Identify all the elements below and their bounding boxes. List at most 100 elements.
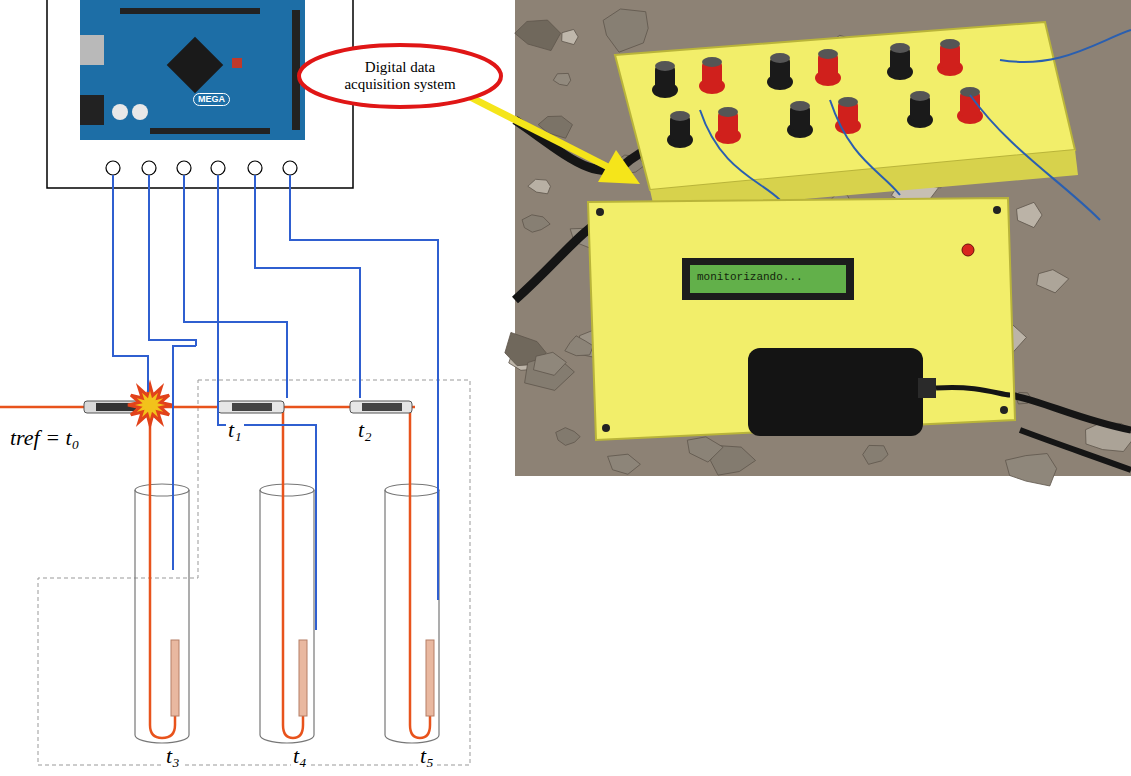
detonator-band: [232, 403, 272, 411]
detonator: [350, 401, 412, 413]
cable: [1020, 430, 1131, 470]
hole-top: [385, 484, 439, 496]
field-photo: [515, 0, 1131, 476]
terminal-knobs: [652, 39, 983, 148]
cable: [1010, 395, 1131, 430]
capacitor: [132, 104, 148, 120]
callout-arrow: [468, 96, 640, 184]
usb-cable: [936, 387, 1010, 395]
input-terminal: [106, 161, 120, 175]
post-top: [655, 61, 675, 71]
signal-wire: [700, 110, 780, 200]
hole: [385, 490, 439, 743]
callout-text: Digital data acquisition system: [334, 59, 466, 94]
rock: [603, 9, 648, 52]
hole: [135, 490, 189, 743]
post-top: [940, 39, 960, 49]
lcd-text: monitorizando...: [697, 271, 803, 284]
sensor-wire: [184, 175, 287, 398]
rock: [1017, 202, 1043, 227]
time-label: tref = t₀: [8, 426, 81, 450]
booster: [426, 640, 434, 716]
rock: [556, 428, 580, 446]
rock: [687, 437, 723, 462]
screw: [993, 206, 1001, 214]
binding-post: [699, 57, 725, 94]
screw: [602, 424, 610, 432]
binding-post: [815, 49, 841, 86]
input-terminal: [283, 161, 297, 175]
post-top: [770, 53, 790, 63]
post-top: [718, 107, 738, 117]
rock: [608, 454, 641, 474]
detonating-cord: [0, 407, 430, 738]
input-terminal: [211, 161, 225, 175]
mcu-chip: [167, 37, 224, 94]
rock: [528, 179, 551, 193]
rock: [533, 352, 566, 375]
rock-texture: [505, 9, 1131, 486]
arrow-shaft: [468, 96, 610, 168]
sensor-wire: [149, 175, 196, 346]
binding-post: [652, 61, 678, 98]
signal-wire: [830, 100, 900, 195]
post-top: [818, 49, 838, 59]
binding-post: [887, 43, 913, 80]
explosion-burst: [128, 385, 172, 425]
rock: [565, 336, 593, 356]
time-label: t₄: [291, 744, 309, 768]
lcd-screen: [690, 265, 846, 293]
signal-wire: [1000, 30, 1131, 62]
post-top: [890, 43, 910, 53]
input-terminal: [142, 161, 156, 175]
binding-post: [937, 39, 963, 76]
blast-holes: [135, 484, 439, 743]
time-label: t₁: [226, 418, 244, 442]
sensor-wires: [113, 175, 438, 630]
power-jack: [80, 95, 104, 125]
hole: [260, 490, 314, 743]
binding-post: [715, 107, 741, 144]
rock: [522, 215, 550, 232]
acquisition-box: [588, 198, 1015, 440]
time-label: t₅: [418, 744, 436, 768]
time-label: t₂: [356, 418, 374, 442]
boosters: [171, 640, 434, 716]
screw: [596, 208, 604, 216]
hole-top: [135, 484, 189, 496]
booster: [171, 640, 179, 716]
push-button: [962, 244, 974, 256]
binding-post: [835, 97, 861, 134]
post-top: [670, 111, 690, 121]
detonator: [218, 401, 284, 413]
header: [120, 8, 260, 14]
post-top: [702, 57, 722, 67]
input-terminals: [106, 161, 297, 175]
rock: [1037, 270, 1069, 293]
post-top: [790, 101, 810, 111]
rock: [562, 29, 578, 44]
callout-ellipse: Digital data acquisition system: [297, 43, 503, 109]
rock: [515, 20, 561, 51]
post-top: [838, 97, 858, 107]
binding-post: [667, 111, 693, 148]
rock: [1005, 454, 1056, 486]
sensor-wire: [255, 175, 360, 398]
rock: [553, 73, 570, 85]
capacitor: [112, 104, 128, 120]
ellipse-outline: [299, 45, 501, 107]
arduino-board: [47, 0, 353, 188]
power-bank: [748, 348, 923, 436]
time-label: t₃: [164, 744, 182, 768]
hole-top: [260, 484, 314, 496]
sensor-wire: [113, 175, 148, 392]
binding-post: [787, 101, 813, 138]
field-photo: [505, 0, 1131, 486]
group-outline: [38, 380, 470, 765]
booster: [299, 640, 307, 716]
sensor-wire: [290, 175, 438, 600]
post-top: [910, 91, 930, 101]
arrow-head: [598, 150, 640, 184]
pcb: [80, 0, 305, 140]
